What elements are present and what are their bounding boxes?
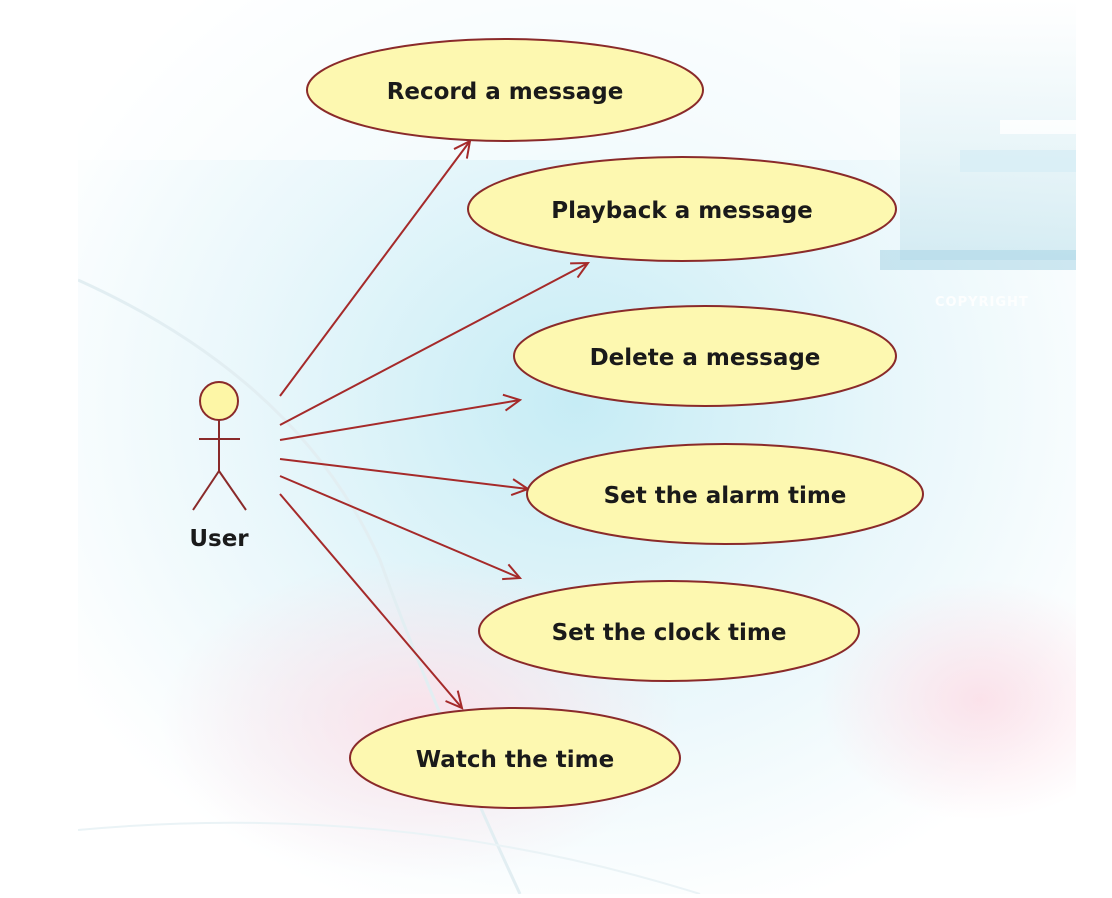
use-case-label: Set the clock time <box>552 620 787 646</box>
use-case-label: Record a message <box>387 79 624 105</box>
use-case-delete[interactable]: Delete a message <box>513 305 897 407</box>
background-watermark: COPYRIGHT <box>935 295 1029 310</box>
association-record <box>279 141 470 397</box>
use-case-watch[interactable]: Watch the time <box>349 707 681 809</box>
use-case-label: Delete a message <box>590 345 821 371</box>
association-alarm <box>279 458 528 489</box>
actor-label: User <box>189 526 249 552</box>
association-playback <box>279 263 588 426</box>
use-case-clock[interactable]: Set the clock time <box>478 580 860 682</box>
use-cases: Record a message Playback a message Dele… <box>306 38 924 809</box>
use-case-label: Watch the time <box>416 747 615 773</box>
use-case-record[interactable]: Record a message <box>306 38 704 142</box>
association-clock <box>279 475 520 578</box>
use-case-playback[interactable]: Playback a message <box>467 156 897 262</box>
association-delete <box>279 400 520 441</box>
use-case-alarm[interactable]: Set the alarm time <box>526 443 924 545</box>
use-case-label: Set the alarm time <box>604 483 847 509</box>
use-case-label: Playback a message <box>551 198 813 224</box>
stick-figure-icon <box>192 381 247 511</box>
association-watch <box>279 493 462 708</box>
actor-user[interactable]: User <box>189 381 249 552</box>
associations <box>279 141 588 708</box>
